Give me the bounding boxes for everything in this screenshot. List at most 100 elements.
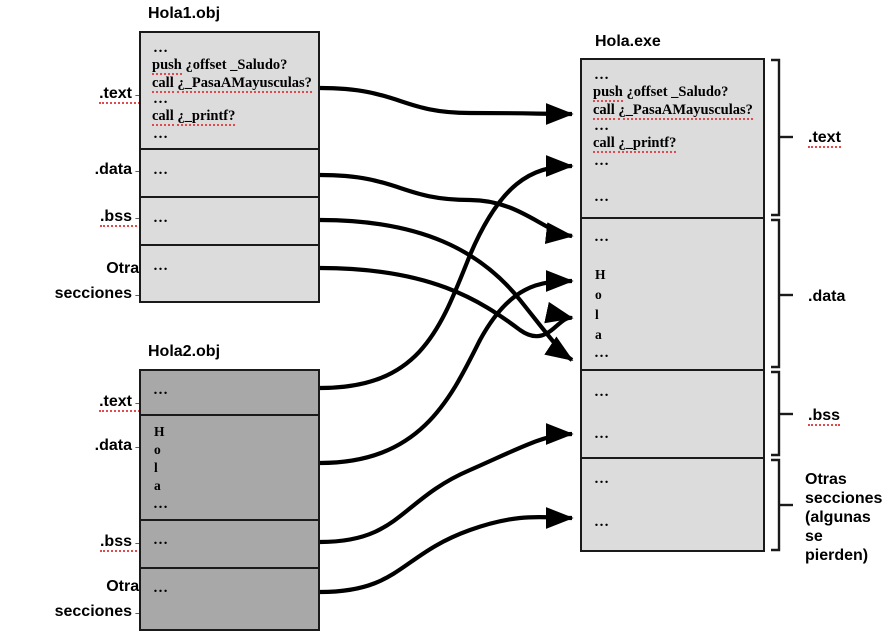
hola2-section-bss: … bbox=[141, 521, 318, 569]
label-hola2-text-value: .text→ bbox=[99, 393, 148, 412]
exe-text-dots-4: … bbox=[594, 189, 611, 205]
label-exe-text: .text bbox=[808, 128, 841, 148]
hola1-obj-box: … push ¿offset _Saludo? call ¿_PasaAMayu… bbox=[139, 31, 320, 303]
hola1-section-data: … bbox=[141, 150, 318, 198]
hola1-code-call-kw-1: call bbox=[152, 75, 174, 93]
hola2-string-char-0: H bbox=[154, 424, 165, 439]
exe-data-dots-2: … bbox=[594, 345, 611, 361]
hola1-bss-dots: … bbox=[153, 210, 170, 226]
exe-code-call-arg-2: ¿_printf? bbox=[618, 135, 677, 153]
label-hola2-otras: Otras secciones→ bbox=[18, 574, 148, 624]
hola1-text-dots-2: … bbox=[153, 91, 170, 107]
exe-code-push-arg: ¿offset _Saludo? bbox=[626, 84, 729, 100]
label-hola1-data-value: .data→ bbox=[94, 161, 148, 178]
label-hola2-data-value: .data→ bbox=[94, 437, 148, 454]
exe-bss-dots-1: … bbox=[594, 384, 611, 400]
title-hola-exe: Hola.exe bbox=[595, 33, 661, 50]
label-exe-otras-line1: Otras bbox=[805, 471, 847, 488]
label-hola2-otras-line2: secciones→ bbox=[54, 603, 148, 620]
title-hola1-obj: Hola1.obj bbox=[148, 5, 221, 22]
hola1-code-push-kw: push bbox=[152, 57, 182, 75]
hola2-section-data: H o l a … bbox=[141, 416, 318, 521]
arrow-hola1-bss-to-exe-bss bbox=[319, 217, 574, 362]
arrow-hola2-bss-to-exe-bss bbox=[319, 423, 574, 545]
exe-string-char-1: o bbox=[595, 287, 602, 302]
hola2-string-char-3: a bbox=[154, 478, 161, 493]
exe-section-data: … H o l a … bbox=[582, 219, 763, 371]
exe-otras-dots-2: … bbox=[594, 514, 611, 530]
arrow-hola2-text-to-exe-text bbox=[319, 155, 574, 391]
label-hola1-bss-value: .bss→ bbox=[99, 208, 148, 227]
hola2-string-char-1: o bbox=[154, 442, 161, 457]
exe-section-otras: … … bbox=[582, 459, 763, 550]
label-exe-text-value: .text bbox=[808, 129, 841, 148]
hola1-code-push: push ¿offset _Saludo? bbox=[152, 57, 288, 75]
label-exe-otras: Otras secciones (algunas se pierden) bbox=[805, 470, 882, 565]
label-hola1-otras-line2: secciones→ bbox=[54, 285, 148, 302]
hola1-code-call-arg-2: ¿_printf? bbox=[177, 108, 236, 126]
arrow-hola2-otras-to-exe-otras bbox=[319, 507, 574, 595]
hola2-bss-dots: … bbox=[153, 532, 170, 548]
label-hola2-data: .data→ bbox=[44, 437, 148, 455]
hola1-code-call-pasa: call ¿_PasaAMayusculas? bbox=[152, 75, 312, 93]
label-exe-bss: .bss bbox=[808, 406, 841, 426]
exe-code-push-kw: push bbox=[593, 84, 623, 102]
hola1-section-text: … push ¿offset _Saludo? call ¿_PasaAMayu… bbox=[141, 33, 318, 150]
hola1-code-call-kw-2: call bbox=[152, 108, 174, 126]
exe-code-call-printf: call ¿_printf? bbox=[593, 135, 677, 153]
arrow-hola1-text-to-exe-text bbox=[319, 85, 574, 125]
hola1-text-dots-3: … bbox=[153, 126, 170, 142]
label-hola2-otras-line1: Otras bbox=[106, 578, 148, 595]
exe-code-call-kw-1: call bbox=[593, 102, 615, 120]
hola2-string-char-2: l bbox=[154, 460, 158, 475]
exe-code-call-kw-2: call bbox=[593, 135, 615, 153]
hola1-section-otras: … bbox=[141, 246, 318, 301]
label-hola2-text: .text→ bbox=[52, 393, 148, 412]
hola1-code-call-arg-1: ¿_PasaAMayusculas? bbox=[177, 75, 312, 93]
label-hola2-bss: .bss→ bbox=[44, 533, 148, 552]
exe-text-dots-2: … bbox=[594, 118, 611, 134]
exe-text-dots-1: … bbox=[594, 67, 611, 83]
exe-data-dots-1: … bbox=[594, 229, 611, 245]
label-exe-otras-line2: secciones bbox=[805, 490, 883, 507]
exe-code-call-arg-1: ¿_PasaAMayusculas? bbox=[618, 102, 753, 120]
exe-bss-dots-2: … bbox=[594, 426, 611, 442]
hola2-data-dots: … bbox=[153, 496, 170, 512]
arrow-hola1-otras-to-exe-data-lower bbox=[319, 265, 574, 339]
exe-string-char-0: H bbox=[595, 267, 606, 282]
label-hola1-otras: Otras secciones→ bbox=[18, 256, 148, 306]
hola1-text-dots-1: … bbox=[153, 40, 170, 56]
hola2-section-text: … bbox=[141, 371, 318, 416]
label-exe-otras-line5: pierden) bbox=[805, 547, 869, 564]
label-hola2-bss-value: .bss→ bbox=[99, 533, 148, 552]
label-hola1-text-value: .text→ bbox=[99, 85, 148, 104]
label-exe-bss-value: .bss bbox=[808, 407, 841, 426]
arrow-hola1-data-to-exe-data bbox=[319, 172, 574, 244]
label-exe-data: .data bbox=[808, 287, 845, 306]
exe-string-char-3: a bbox=[595, 327, 602, 342]
label-exe-otras-line3: (algunas bbox=[805, 509, 871, 526]
exe-text-dots-3: … bbox=[594, 153, 611, 169]
exe-section-text: … push ¿offset _Saludo? call ¿_PasaAMayu… bbox=[582, 60, 763, 219]
hola2-obj-box: … H o l a … … … bbox=[139, 369, 320, 631]
exe-string-char-2: l bbox=[595, 307, 599, 322]
arrow-hola2-data-to-exe-data-string bbox=[319, 270, 574, 466]
exe-otras-dots-1: … bbox=[594, 471, 611, 487]
title-hola2-obj: Hola2.obj bbox=[148, 343, 221, 360]
exe-code-push: push ¿offset _Saludo? bbox=[593, 84, 729, 102]
hola-exe-box: … push ¿offset _Saludo? call ¿_PasaAMayu… bbox=[580, 58, 765, 552]
label-exe-otras-line4: se bbox=[805, 528, 823, 545]
hola2-otras-dots: … bbox=[153, 580, 170, 596]
label-hola1-text: .text→ bbox=[52, 85, 148, 104]
bracket-data bbox=[771, 218, 781, 369]
hola2-section-otras: … bbox=[141, 569, 318, 629]
hola1-code-push-arg: ¿offset _Saludo? bbox=[185, 57, 288, 73]
label-hola1-bss: .bss→ bbox=[44, 208, 148, 227]
label-exe-data-value: .data bbox=[808, 288, 846, 305]
hola1-data-dots: … bbox=[153, 162, 170, 178]
hola1-section-bss: … bbox=[141, 198, 318, 246]
label-hola1-otras-line1: Otras bbox=[106, 260, 148, 277]
hola1-otras-dots: … bbox=[153, 258, 170, 274]
